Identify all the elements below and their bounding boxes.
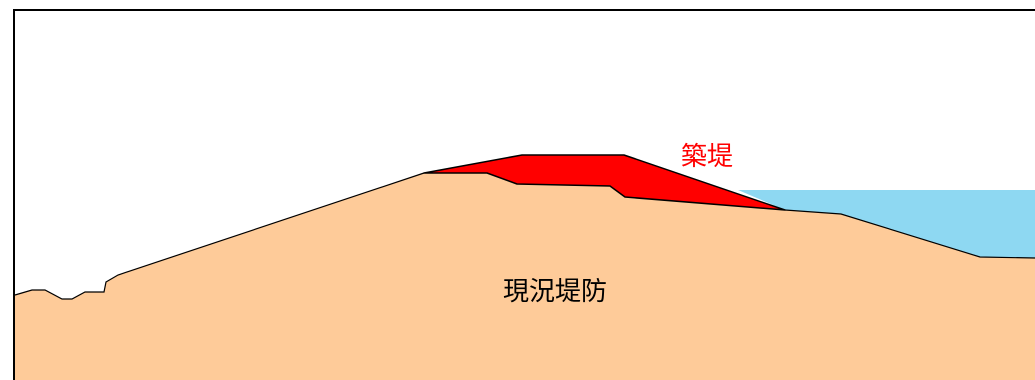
embankment-area — [423, 154, 786, 211]
riverside-slope-outline — [784, 209, 1035, 259]
water-area — [738, 190, 1035, 258]
existing-levee-outline — [14, 172, 425, 300]
diagram-frame — [13, 9, 1035, 380]
existing-levee-label: 現況堤防 — [503, 277, 608, 307]
embankment-label: 築堤 — [681, 142, 734, 172]
